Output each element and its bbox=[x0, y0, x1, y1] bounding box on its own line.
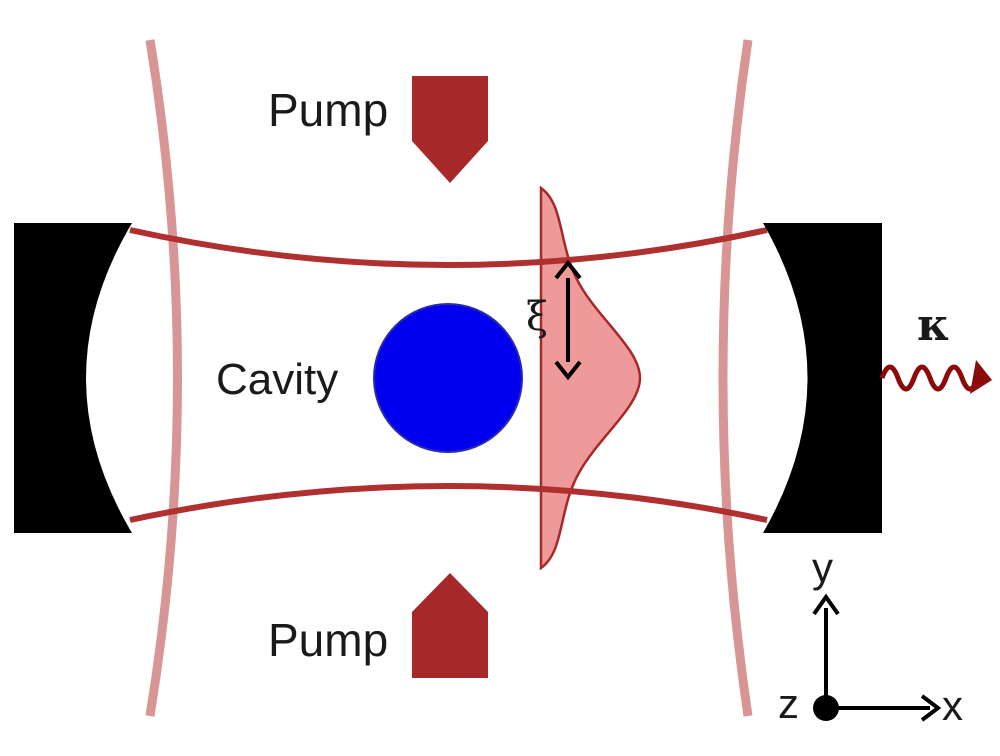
atom-circle bbox=[373, 303, 523, 453]
axis-label-z: z bbox=[778, 680, 799, 727]
coordinate-axes bbox=[812, 593, 942, 722]
pump-label-top: Pump bbox=[268, 84, 388, 136]
pump-arrow-bottom bbox=[412, 573, 488, 678]
decay-wave bbox=[879, 360, 992, 394]
left-mirror bbox=[14, 223, 132, 533]
xi-label: ξ bbox=[526, 294, 548, 340]
xi-arrow bbox=[554, 259, 582, 381]
axis-label-y: y bbox=[812, 544, 833, 591]
kappa-label: κ bbox=[917, 300, 950, 351]
z-axis-dot bbox=[813, 695, 839, 721]
axis-label-x: x bbox=[942, 682, 963, 729]
right-mirror bbox=[763, 223, 882, 533]
gaussian-profile bbox=[539, 185, 642, 571]
pump-label-bottom: Pump bbox=[268, 614, 388, 666]
cavity-mode-bottom bbox=[129, 483, 768, 523]
pump-beam-left bbox=[145, 39, 182, 717]
pump-beam-right bbox=[718, 39, 753, 717]
pump-arrow-top bbox=[412, 76, 488, 183]
cavity-mode-top bbox=[129, 227, 768, 268]
cavity-label: Cavity bbox=[216, 355, 338, 404]
